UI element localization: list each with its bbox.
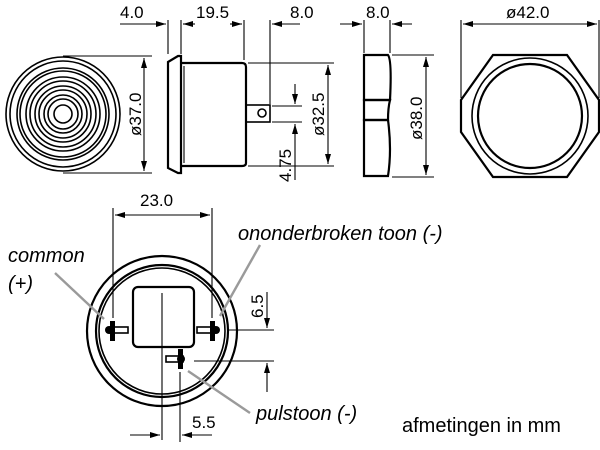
- body-length-label: 19.5: [196, 3, 229, 22]
- pulse-tone-leader-line: [187, 370, 251, 414]
- common-leader-line: [54, 272, 105, 320]
- body-diameter-label: ø32.5: [309, 93, 328, 136]
- continuous-tone-label: ononderbroken toon (-): [238, 223, 443, 245]
- pin-spacing-label: 23.0: [140, 191, 173, 210]
- front-view-speaker: [5, 56, 121, 172]
- rear-view: [85, 254, 239, 440]
- continuous-tone-pin: [196, 321, 220, 341]
- dimension-pin-horizontal-offset: 5.5: [130, 372, 216, 442]
- continuous-tone-leader-line: [218, 244, 262, 317]
- dimension-nut-across-corners: ø42.0: [460, 3, 600, 98]
- dimension-pin-spacing: 23.0: [112, 191, 213, 318]
- dimension-front-diameter: ø37.0: [63, 55, 152, 174]
- side-view-body: [166, 54, 271, 175]
- dimension-pin-vertical-offset: 6.5: [194, 292, 274, 392]
- pin-vertical-offset-label: 6.5: [248, 294, 267, 318]
- nut-thickness-label: 8.0: [366, 3, 390, 22]
- pin-horizontal-offset-label: 5.5: [192, 413, 216, 432]
- pulse-tone-pin: [165, 349, 185, 369]
- pulse-tone-label: pulstoon (-): [255, 403, 357, 425]
- common-polarity-label: (+): [8, 273, 33, 295]
- terminal-length-label: 8.0: [290, 3, 314, 22]
- nut-side-view: [362, 53, 392, 178]
- dimension-chain-top: 4.0 19.5 8.0: [120, 3, 314, 104]
- terminal-offset-label: 4.75: [276, 149, 295, 182]
- front-diameter-label: ø37.0: [126, 93, 145, 136]
- nut-across-corners-label: ø42.0: [506, 3, 549, 22]
- common-pin: [105, 321, 129, 341]
- dimension-terminal-offset: 4.75: [272, 84, 302, 182]
- hex-nut-front-view: [459, 53, 600, 179]
- nut-diameter-label: ø38.0: [407, 97, 426, 140]
- common-label: common: [8, 245, 85, 267]
- units-note: afmetingen in mm: [402, 415, 561, 437]
- dimension-body-diameter: ø32.5: [248, 62, 334, 167]
- flange-thickness-label: 4.0: [120, 3, 144, 22]
- dimension-nut: 8.0 ø38.0: [340, 3, 434, 178]
